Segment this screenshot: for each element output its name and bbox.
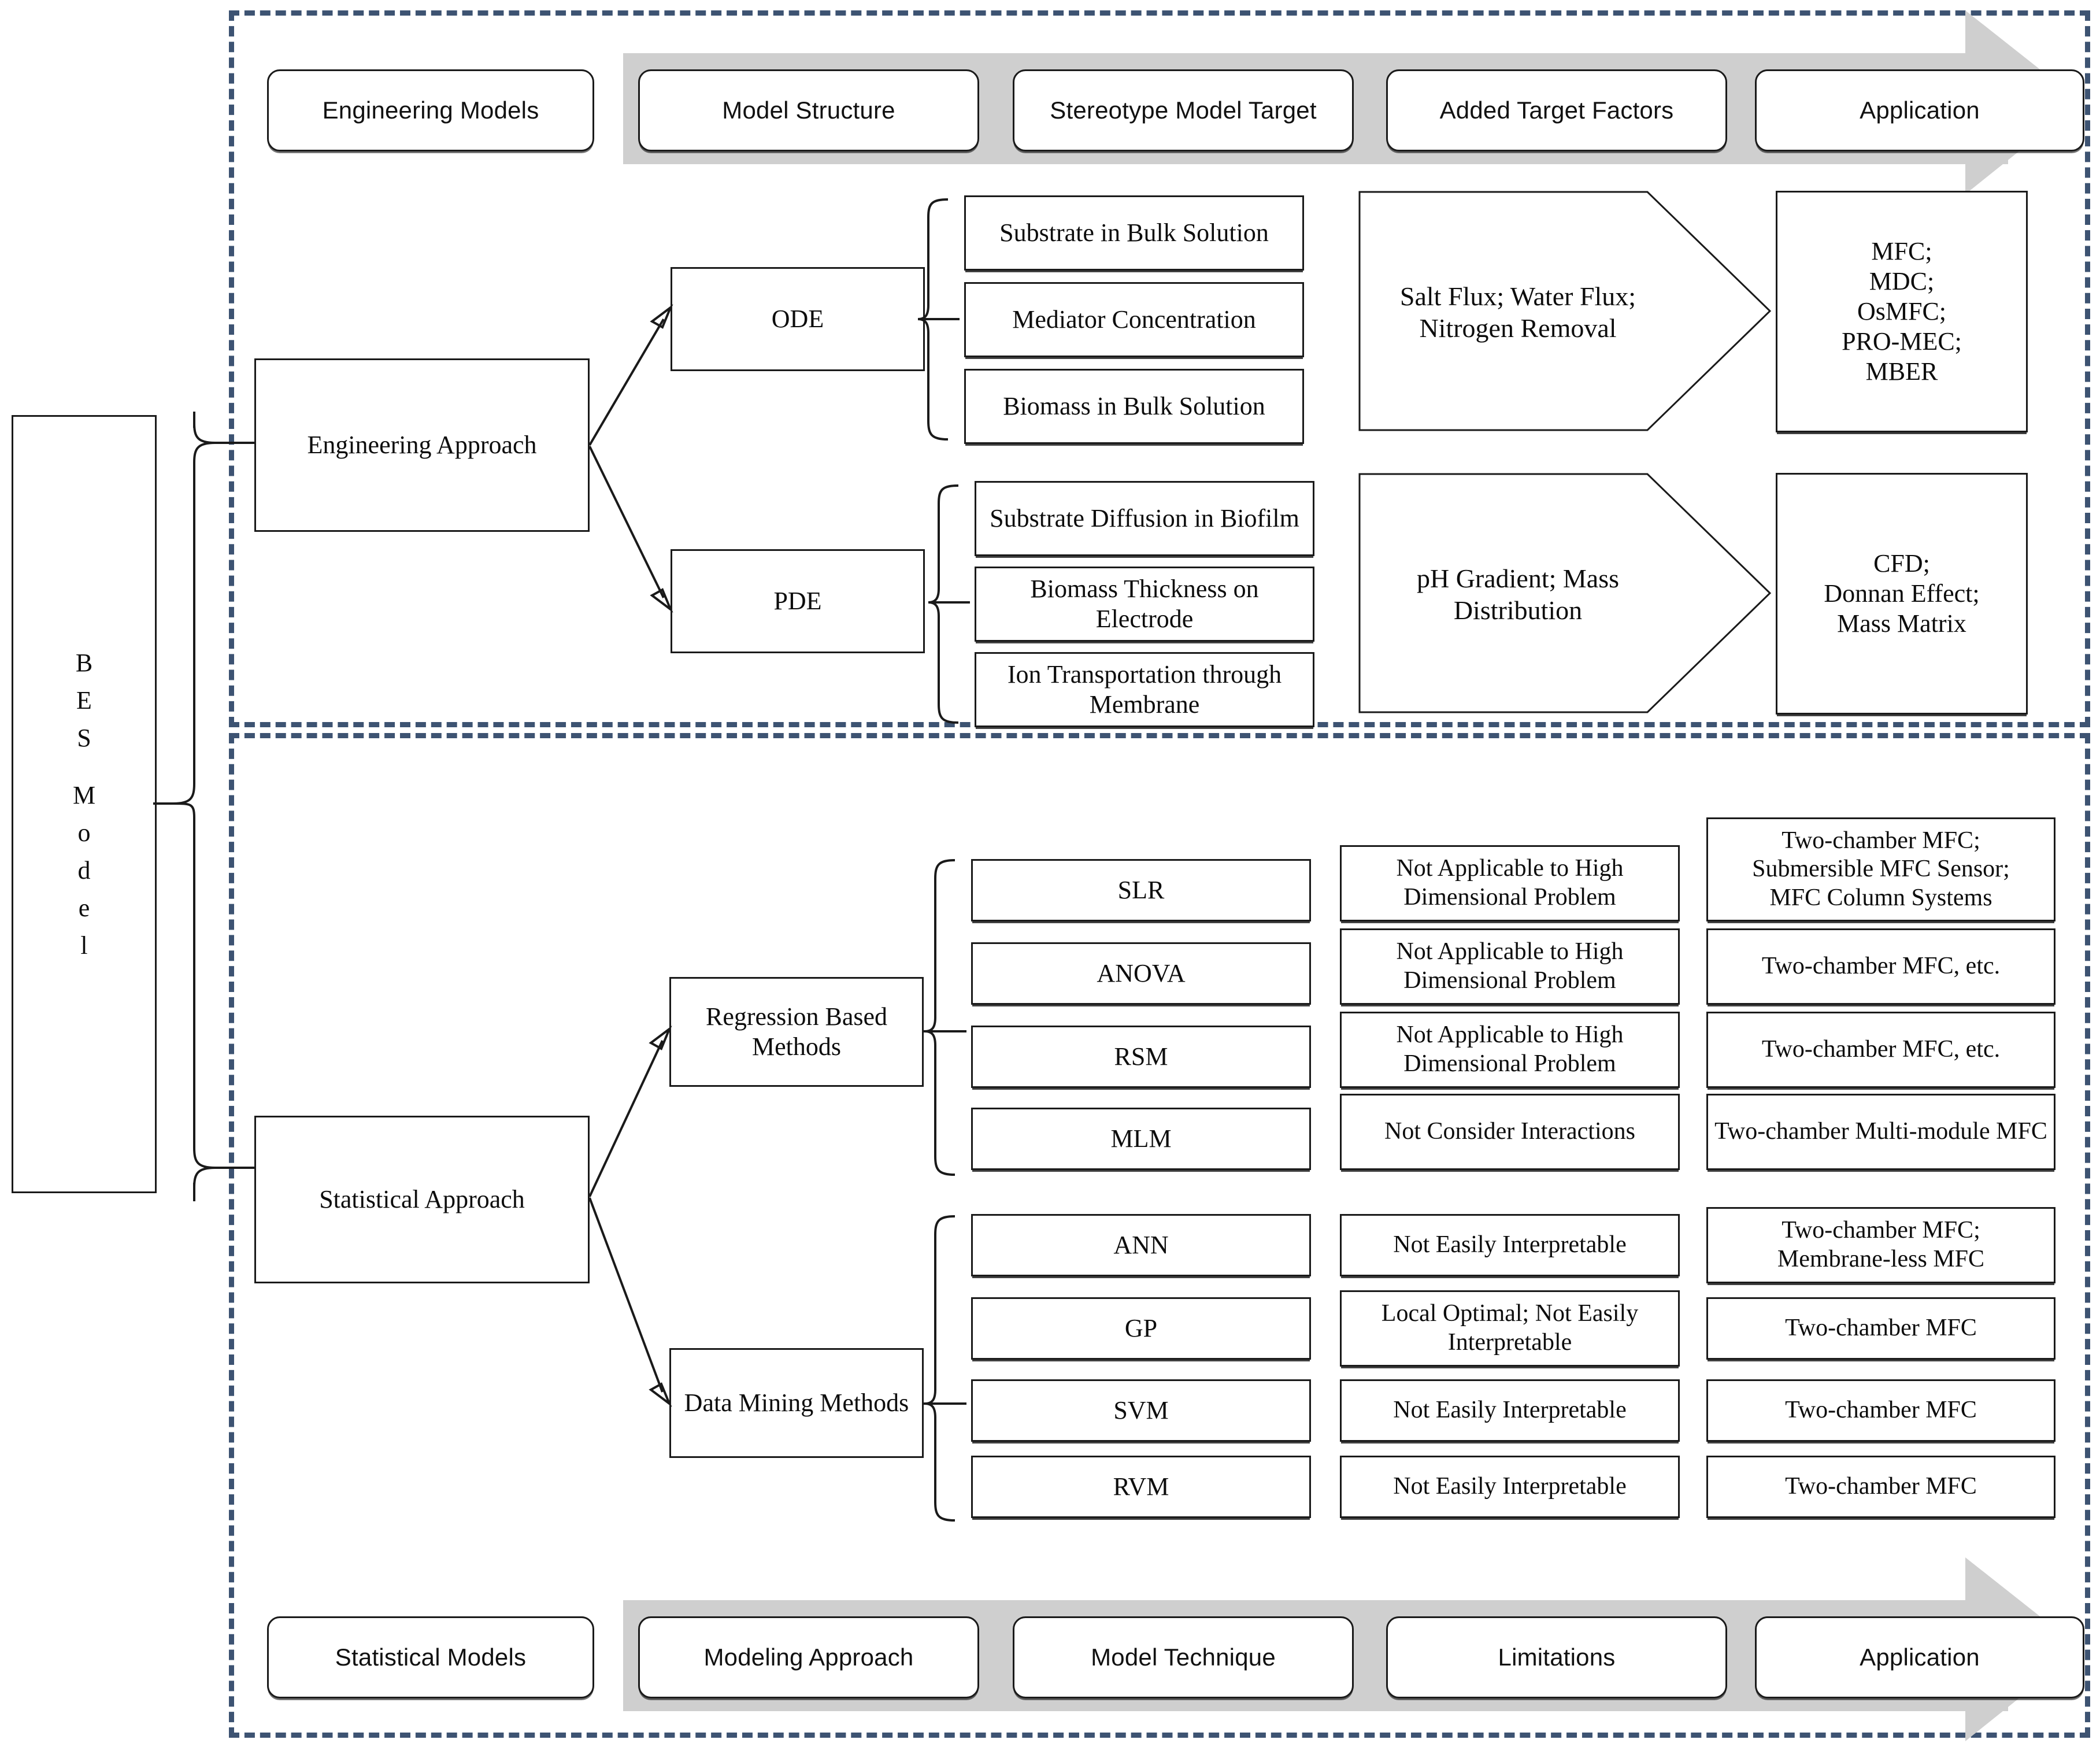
node-pde[interactable]: PDE	[671, 549, 925, 653]
node-limitation-ann[interactable]: Not Easily Interpretable	[1340, 1214, 1680, 1276]
node-pde-target-2[interactable]: Biomass Thickness on Electrode	[975, 567, 1314, 642]
node-application-rvm[interactable]: Two-chamber MFC	[1706, 1456, 2055, 1518]
node-limitation-gp[interactable]: Local Optimal; Not Easily Interpretable	[1340, 1290, 1680, 1367]
chip-model-technique[interactable]: Model Technique	[1013, 1616, 1354, 1698]
bes-letter: E	[76, 686, 92, 715]
node-limitation-svm[interactable]: Not Easily Interpretable	[1340, 1379, 1680, 1442]
node-data-mining-methods[interactable]: Data Mining Methods	[669, 1348, 924, 1458]
node-application-rsm[interactable]: Two-chamber MFC, etc.	[1706, 1012, 2055, 1088]
node-limitation-rsm[interactable]: Not Applicable to High Dimensional Probl…	[1340, 1012, 1680, 1088]
chip-application-top[interactable]: Application	[1755, 69, 2084, 151]
node-limitation-mlm[interactable]: Not Consider Interactions	[1340, 1094, 1680, 1170]
bes-letter: S	[77, 723, 91, 752]
node-technique-rsm[interactable]: RSM	[971, 1026, 1311, 1088]
node-technique-rvm[interactable]: RVM	[971, 1456, 1311, 1518]
node-application-ode[interactable]: MFC; MDC; OsMFC; PRO-MEC; MBER	[1776, 191, 2028, 432]
node-limitation-anova[interactable]: Not Applicable to High Dimensional Probl…	[1340, 928, 1680, 1005]
node-ode[interactable]: ODE	[671, 267, 925, 371]
chip-statistical-models[interactable]: Statistical Models	[267, 1616, 594, 1698]
bes-letter: M	[72, 780, 96, 809]
node-application-svm[interactable]: Two-chamber MFC	[1706, 1379, 2055, 1442]
node-technique-slr[interactable]: SLR	[971, 859, 1311, 921]
node-engineering-approach[interactable]: Engineering Approach	[254, 358, 590, 532]
node-pde-target-3[interactable]: Ion Transportation through Membrane	[975, 652, 1314, 727]
statistical-section-frame	[229, 733, 2090, 1738]
bes-letter: e	[78, 894, 90, 923]
node-technique-anova[interactable]: ANOVA	[971, 942, 1311, 1005]
chip-limitations[interactable]: Limitations	[1386, 1616, 1727, 1698]
node-ode-target-3[interactable]: Biomass in Bulk Solution	[964, 369, 1304, 444]
chip-modeling-approach[interactable]: Modeling Approach	[638, 1616, 979, 1698]
node-ode-target-1[interactable]: Substrate in Bulk Solution	[964, 195, 1304, 271]
added-factors-ode-label: Salt Flux; Water Flux; Nitrogen Removal	[1399, 281, 1636, 343]
node-technique-gp[interactable]: GP	[971, 1297, 1311, 1360]
node-application-mlm[interactable]: Two-chamber Multi-module MFC	[1706, 1094, 2055, 1170]
added-factors-pentagon-ode-shape	[1358, 191, 1772, 431]
node-limitation-rvm[interactable]: Not Easily Interpretable	[1340, 1456, 1680, 1518]
chip-engineering-models[interactable]: Engineering Models	[267, 69, 594, 151]
node-technique-ann[interactable]: ANN	[971, 1214, 1311, 1276]
node-regression-based-methods[interactable]: Regression Based Methods	[669, 977, 924, 1087]
node-application-anova[interactable]: Two-chamber MFC, etc.	[1706, 928, 2055, 1005]
node-ode-target-2[interactable]: Mediator Concentration	[964, 282, 1304, 357]
bes-letter: B	[75, 648, 93, 677]
node-pde-target-1[interactable]: Substrate Diffusion in Biofilm	[975, 481, 1314, 556]
node-technique-svm[interactable]: SVM	[971, 1379, 1311, 1442]
node-application-ann[interactable]: Two-chamber MFC; Membrane-less MFC	[1706, 1207, 2055, 1283]
chip-stereotype-model-target[interactable]: Stereotype Model Target	[1013, 69, 1354, 151]
chip-application-bottom[interactable]: Application	[1755, 1616, 2084, 1698]
node-limitation-slr[interactable]: Not Applicable to High Dimensional Probl…	[1340, 845, 1680, 921]
bes-model-node[interactable]: B E S M o d e l	[12, 415, 157, 1193]
bes-letter: d	[77, 856, 91, 885]
node-technique-mlm[interactable]: MLM	[971, 1108, 1311, 1170]
added-factors-pentagon-pde-shape	[1358, 473, 1772, 713]
added-factors-pde-label: pH Gradient; Mass Distribution	[1416, 563, 1620, 625]
node-application-pde[interactable]: CFD; Donnan Effect; Mass Matrix	[1776, 473, 2028, 715]
chip-added-target-factors[interactable]: Added Target Factors	[1386, 69, 1727, 151]
node-statistical-approach[interactable]: Statistical Approach	[254, 1116, 590, 1283]
bes-letter: o	[77, 819, 91, 847]
node-application-slr[interactable]: Two-chamber MFC; Submersible MFC Sensor;…	[1706, 817, 2055, 921]
chip-model-structure[interactable]: Model Structure	[638, 69, 979, 151]
bes-letter: l	[80, 931, 88, 960]
node-application-gp[interactable]: Two-chamber MFC	[1706, 1297, 2055, 1360]
